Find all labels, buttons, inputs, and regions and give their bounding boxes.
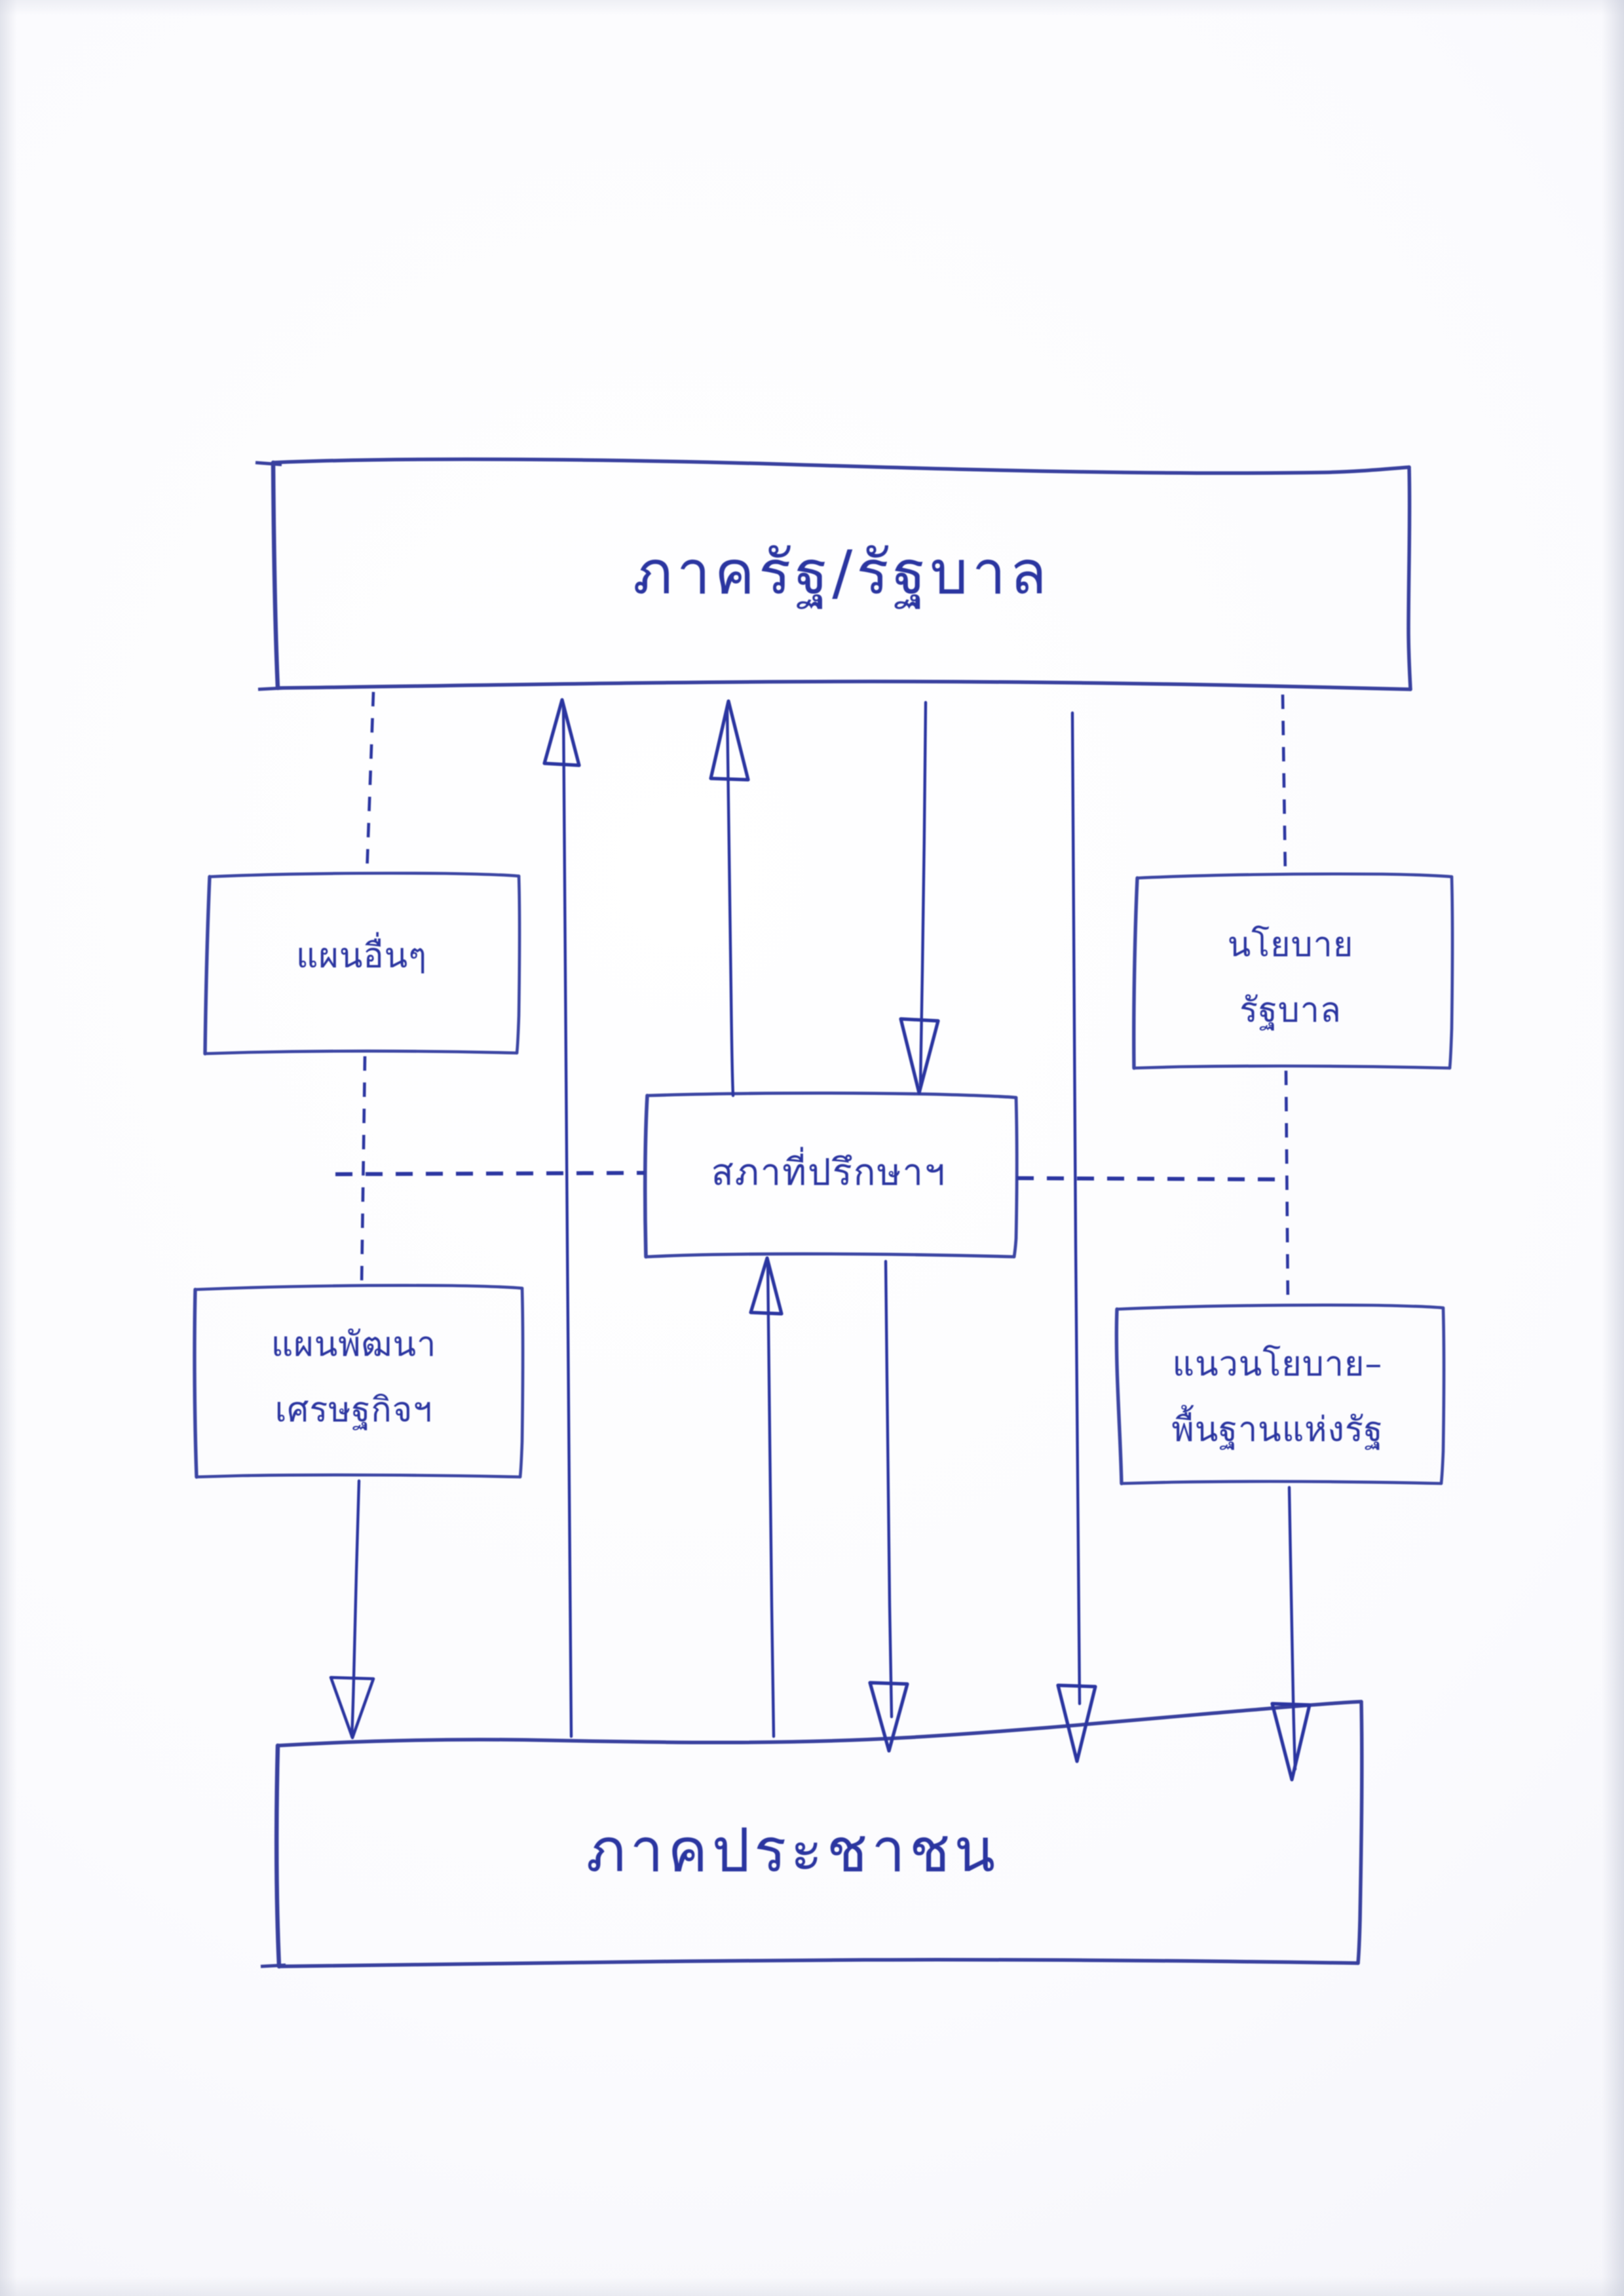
node-economic-development-plan: แผนพัฒนา เศรษฐกิจฯ — [193, 1284, 525, 1479]
node-public-sector-label: ภาคประชาชน — [586, 1815, 1000, 1885]
connector-c8-up-arrow-into-center — [749, 1256, 784, 1738]
node-directive-principles-label-line2: พื้นฐานแห่งรัฐ — [1171, 1405, 1383, 1449]
node-advisory-council: สภาที่ปรึกษาฯ — [643, 1091, 1019, 1259]
node-other-plans: แผนอื่นๆ — [203, 871, 521, 1056]
node-economic-development-plan-label-line2: เศรษฐกิจฯ — [275, 1390, 433, 1430]
connector-c3-up-arrow — [709, 699, 750, 1098]
connector-c1-other-plans-chain — [329, 691, 375, 1740]
node-other-plans-label: แผนอื่นๆ — [296, 932, 427, 976]
connector-c4-down-arrow-into-center — [899, 700, 940, 1095]
connector-c2-up-arrow — [542, 698, 581, 1738]
connector-c7-policy-chain — [1270, 694, 1312, 1782]
node-economic-development-plan-label-line1: แผนพัฒนา — [271, 1325, 437, 1364]
node-advisory-council-label: สภาที่ปรึกษาฯ — [711, 1147, 947, 1194]
node-government-policy-label-line1: นโยบาย — [1228, 925, 1354, 965]
node-government-label: ภาครัฐ/รัฐบาล — [633, 537, 1051, 609]
node-government-policy: นโยบาย รัฐบาล — [1132, 872, 1454, 1070]
connector-c5-down-arrow-center-to-public — [868, 1259, 909, 1753]
node-directive-principles-label-line1: แนวนโยบาย– — [1173, 1345, 1383, 1384]
node-directive-principles: แนวนโยบาย– พื้นฐานแห่งรัฐ — [1114, 1303, 1446, 1485]
node-government-policy-label-line2: รัฐบาล — [1239, 991, 1342, 1030]
node-government: ภาครัฐ/รัฐบาล — [255, 457, 1412, 691]
connector-c6-down-arrow — [1056, 711, 1097, 1763]
node-public-sector: ภาคประชาชน — [260, 1700, 1364, 1969]
